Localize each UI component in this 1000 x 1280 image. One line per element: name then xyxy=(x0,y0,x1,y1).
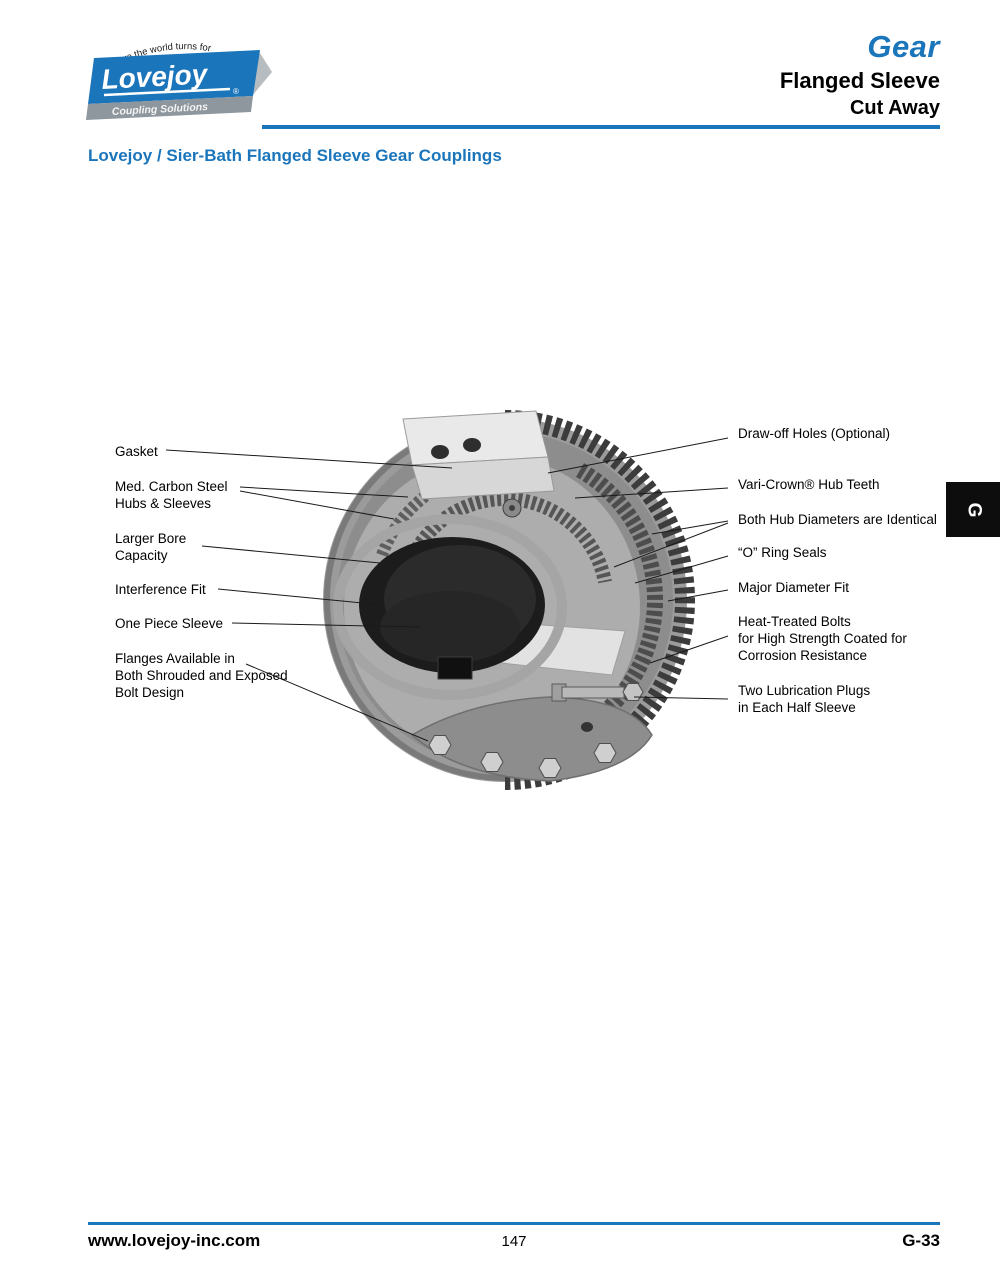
logo-brand-text: Lovejoy xyxy=(101,58,210,95)
header-title-block: Gear Flanged Sleeve Cut Away xyxy=(780,30,940,120)
footer-website: www.lovejoy-inc.com xyxy=(88,1231,261,1250)
lovejoy-logo-graphic: where the world turns for Lovejoy ® Coup… xyxy=(86,41,272,120)
section-tab-letter: G xyxy=(963,502,984,517)
lovejoy-logo: where the world turns for Lovejoy ® Coup… xyxy=(80,28,275,133)
gear-coupling-illustration xyxy=(323,410,695,790)
footer-rule xyxy=(88,1222,940,1225)
logo-tagline-text: Coupling Solutions xyxy=(112,101,209,118)
label-hub-diameters-identical: Both Hub Diameters are Identical xyxy=(738,512,937,527)
label-o-ring-seals: “O” Ring Seals xyxy=(738,545,827,560)
logo-registered-mark: ® xyxy=(233,87,239,96)
label-major-diameter-fit: Major Diameter Fit xyxy=(738,580,850,595)
header-subtitle-flanged-sleeve: Flanged Sleeve xyxy=(779,68,940,93)
label-larger-bore-capacity: Larger Bore Capacity xyxy=(115,531,187,563)
logo-underline xyxy=(103,87,231,97)
label-draw-off-holes: Draw-off Holes (Optional) xyxy=(738,426,891,441)
label-flange-designs: Flanges Available in Both Shrouded and E… xyxy=(115,651,288,700)
label-one-piece-sleeve: One Piece Sleeve xyxy=(115,616,224,631)
footer-section-code: G-33 xyxy=(902,1231,940,1250)
label-gasket: Gasket xyxy=(115,444,158,459)
label-vari-crown-hub-teeth: Vari-Crown® Hub Teeth xyxy=(738,477,880,492)
label-heat-treated-bolts: Heat-Treated Bolts for High Strength Coa… xyxy=(738,614,907,663)
header-category: Gear xyxy=(867,29,940,64)
label-interference-fit: Interference Fit xyxy=(115,582,206,597)
logo-tagline-banner xyxy=(86,96,253,120)
header-subtitle-cut-away: Cut Away xyxy=(849,97,940,119)
page-title: Lovejoy / Sier-Bath Flanged Sleeve Gear … xyxy=(88,146,502,165)
footer-page-number: 147 xyxy=(501,1233,527,1250)
label-lubrication-plugs: Two Lubrication Plugs in Each Half Sleev… xyxy=(738,683,871,715)
label-hubs-and-sleeves: Med. Carbon Steel Hubs & Sleeves xyxy=(115,479,228,511)
section-tab-g: G xyxy=(946,482,1000,537)
header-rule xyxy=(262,125,940,129)
